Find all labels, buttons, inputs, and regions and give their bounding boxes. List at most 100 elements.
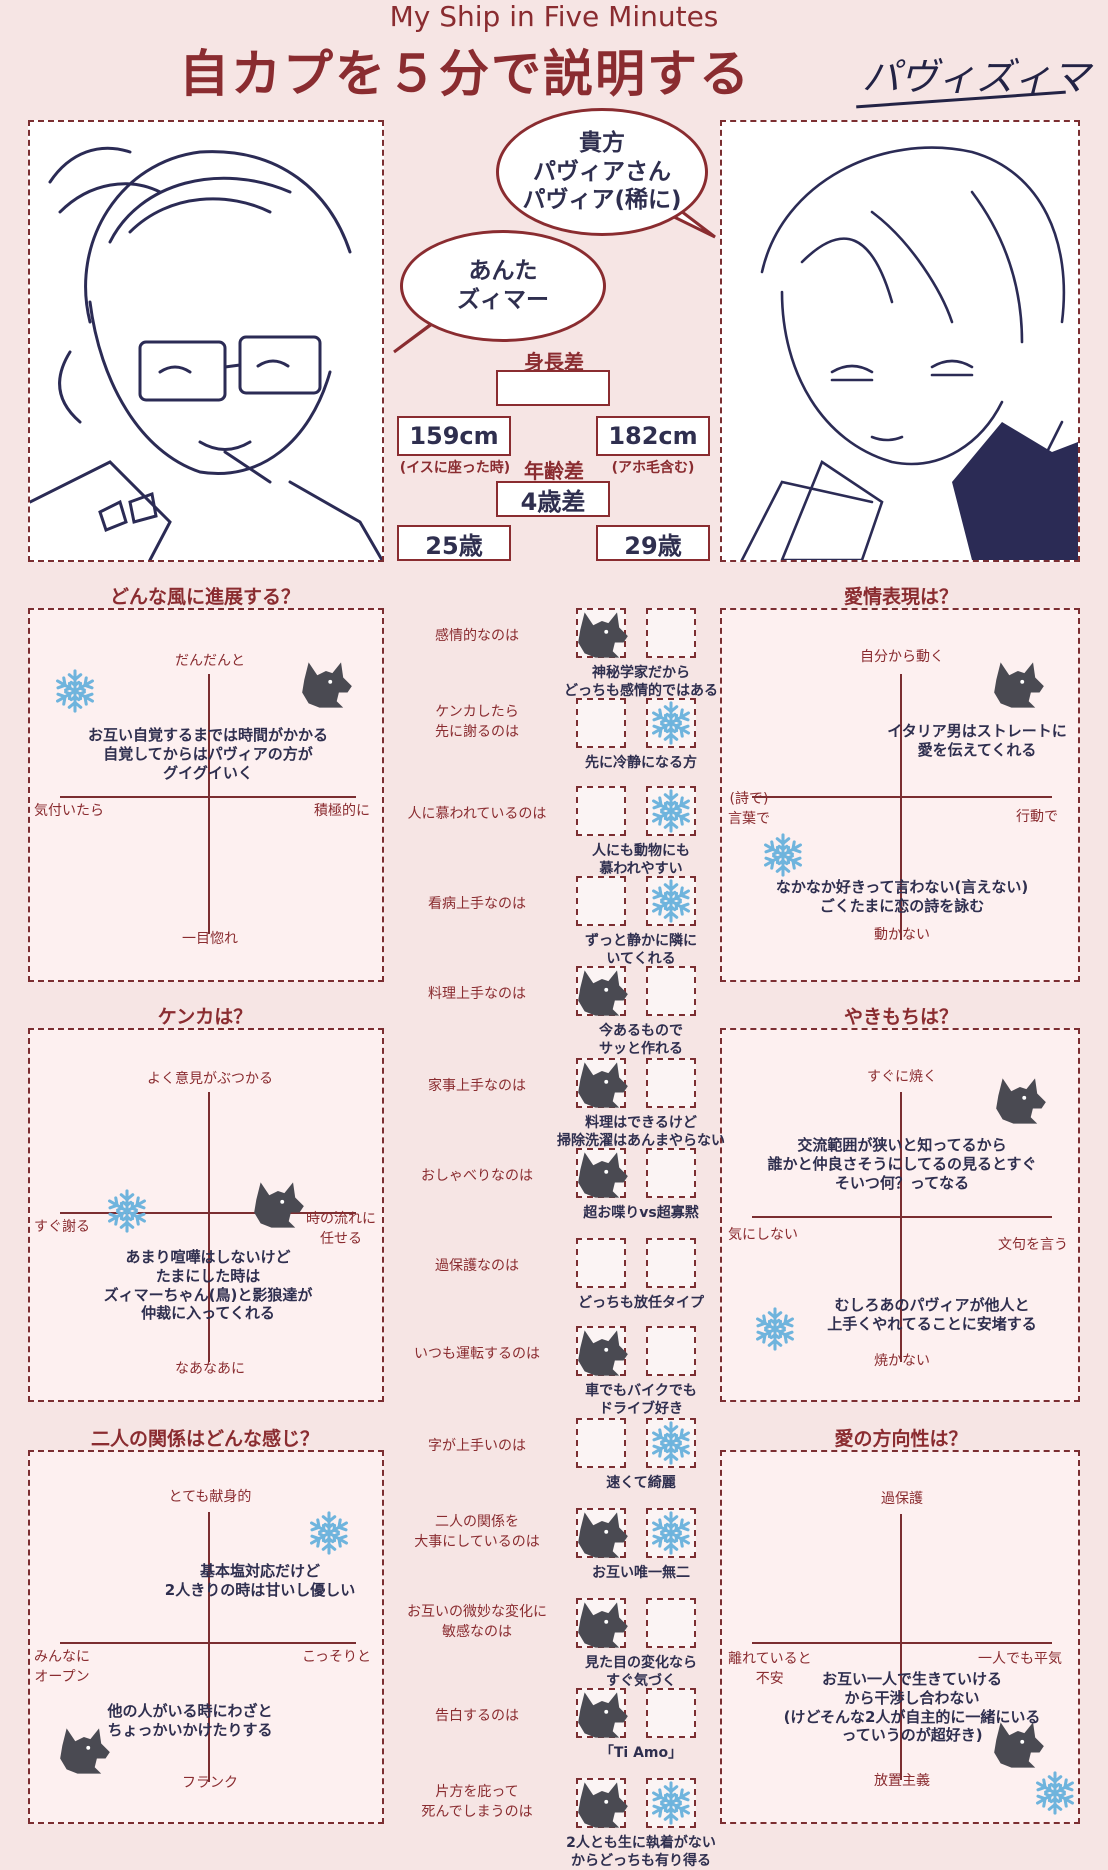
wolf-icon xyxy=(992,660,1046,710)
panel-fight: よく意見がぶつかる なあなあに すぐ謝る 時の流れに 任せる あまり喧嘩はしない… xyxy=(28,1028,384,1402)
wolf-icon xyxy=(994,1076,1048,1126)
answer-text: どっちも放任タイプ xyxy=(578,1295,704,1311)
panel-relationship-text-top: 基本塩対応だけど 2人きりの時は甘いし優しい xyxy=(164,1562,356,1599)
axis-label-top: だんだんと xyxy=(175,653,245,669)
axis-label-left: 離れていると 不安 xyxy=(728,1651,812,1687)
question-label: 告白するのは xyxy=(435,1708,519,1724)
height-left-box: 159cm xyxy=(397,416,511,456)
axis-horizontal xyxy=(752,1642,1052,1644)
question-label: 二人の関係を 大事にしているのは xyxy=(414,1514,540,1551)
axis-label-bottom: 焼かない xyxy=(874,1353,930,1369)
question-label: 看病上手なのは xyxy=(428,896,526,912)
answer-box-snowflake xyxy=(646,1778,696,1828)
character-right-sketch xyxy=(740,146,1080,562)
wolf-icon xyxy=(576,610,630,660)
axis-label-right: 一人でも平気 xyxy=(978,1651,1062,1667)
panel-affection: 自分から動く 動かない (詩で) 言葉で 行動で イタリア男はストレートに 愛を… xyxy=(720,608,1080,982)
panel-fight-text: あまり喧嘩はしないけど たまにした時は ズィマーちゃん(鳥)と影狼達が 仲裁に入… xyxy=(103,1248,313,1323)
panel-jealousy: すぐに焼く 焼かない 気にしない 文句を言う 交流範囲が狭いと知ってるから 誰か… xyxy=(720,1028,1080,1402)
axis-horizontal xyxy=(60,1642,356,1644)
question-label: 過保護なのは xyxy=(435,1258,519,1274)
snowflake-icon xyxy=(104,1188,150,1234)
axis-label-bottom: 放置主義 xyxy=(874,1773,930,1789)
snowflake-icon xyxy=(648,700,694,746)
panel-jealousy-text-top: 交流範囲が狭いと知ってるから 誰かと仲良さそうにしてるの見るとすぐ そいつ何？っ… xyxy=(767,1136,1037,1192)
answer-box-wolf xyxy=(576,1778,626,1828)
height-diff-box xyxy=(496,370,610,406)
answer-text: 人にも動物にも 慕われやすい xyxy=(592,843,690,878)
panel-jealousy-text-bottom: むしろあのパヴィアが他人と 上手くやれてることに安堵する xyxy=(827,1296,1037,1333)
speech-bubble-left: あんた ズィマー xyxy=(400,230,606,342)
answer-text: 速くて綺麗 xyxy=(606,1475,676,1491)
answer-box-right xyxy=(646,608,696,658)
axis-vertical xyxy=(208,1512,210,1782)
wolf-icon xyxy=(252,1180,306,1230)
answer-box-left xyxy=(576,786,626,836)
answer-text: 見た目の変化なら すぐ気づく xyxy=(585,1655,697,1690)
question-label: 料理上手なのは xyxy=(428,986,526,1002)
question-label: 感情的なのは xyxy=(435,628,519,644)
section-title-affection: 愛情表現は？ xyxy=(843,586,958,608)
panel-progress: だんだんと 一目惚れ 気付いたら 積極的に お互い自覚するまでは時間がかかる 自… xyxy=(28,608,384,982)
panel-direction-text: お互い一人で生きていける から干渉し合わない (けどそんな2人が自主的に一緒にい… xyxy=(783,1670,1041,1745)
answer-box-wolf xyxy=(576,1688,626,1738)
height-right-note: (アホ毛含む) xyxy=(611,460,695,476)
axis-label-bottom: 一目惚れ xyxy=(182,931,238,947)
question-label: 人に慕われているのは xyxy=(407,806,547,822)
panel-progress-text: お互い自覚するまでは時間がかかる 自覚してからはパヴィアの方が グイグイいく xyxy=(87,726,328,782)
axis-label-top: よく意見がぶつかる xyxy=(147,1071,273,1087)
answer-box-left xyxy=(576,698,626,748)
answer-box-right xyxy=(646,1148,696,1198)
axis-vertical xyxy=(208,674,210,934)
section-title-jealousy: やきもちは？ xyxy=(843,1006,958,1028)
answer-box-right xyxy=(646,966,696,1016)
axis-label-left: 気にしない xyxy=(728,1227,798,1243)
character-left-sketch xyxy=(28,146,384,562)
snowflake-icon xyxy=(648,1510,694,1556)
age-diff-label: 年齢差 xyxy=(524,459,584,483)
answer-text: 先に冷静になる方 xyxy=(585,755,697,771)
panel-relationship-text-bottom: 他の人がいる時にわざと ちょっかいかけたりする xyxy=(107,1702,273,1739)
axis-label-bottom: なあなあに xyxy=(175,1361,245,1377)
question-label: 家事上手なのは xyxy=(428,1078,526,1094)
axis-horizontal xyxy=(60,1212,356,1214)
wolf-icon xyxy=(576,1780,630,1830)
answer-box-snowflake xyxy=(646,698,696,748)
answer-box-left xyxy=(576,1418,626,1468)
answer-box-snowflake xyxy=(646,1418,696,1468)
answer-box-wolf xyxy=(576,1058,626,1108)
section-title-progress: どんな風に進展する？ xyxy=(109,586,300,608)
snowflake-icon xyxy=(648,788,694,834)
wolf-icon xyxy=(300,660,354,710)
answer-text: 料理はできるけど 掃除洗濯はあんまやらない xyxy=(557,1115,725,1150)
axis-label-bottom: 動かない xyxy=(874,927,930,943)
section-title-fight: ケンカは？ xyxy=(157,1006,253,1028)
axis-horizontal xyxy=(752,796,1052,798)
wolf-icon xyxy=(576,1328,630,1378)
answer-box-wolf xyxy=(576,966,626,1016)
section-title-relationship: 二人の関係はどんな感じ？ xyxy=(90,1428,319,1450)
answer-box-right xyxy=(646,1058,696,1108)
portrait-left xyxy=(28,120,384,562)
axis-label-bottom: フランク xyxy=(182,1775,238,1791)
age-right-box: 29歳 xyxy=(596,525,710,561)
wolf-icon xyxy=(576,1510,630,1560)
question-label: いつも運転するのは xyxy=(414,1346,540,1362)
answer-box-right xyxy=(646,1688,696,1738)
answer-box-snowflake xyxy=(646,1508,696,1558)
portrait-right xyxy=(720,120,1080,562)
section-title-direction: 愛の方向性は？ xyxy=(834,1428,968,1450)
answer-box-right xyxy=(646,1238,696,1288)
height-left-note: (イスに座った時) xyxy=(399,460,511,476)
wolf-icon xyxy=(576,968,630,1018)
axis-label-left: 気付いたら xyxy=(34,803,104,819)
snowflake-icon xyxy=(306,1510,352,1556)
answer-box-snowflake xyxy=(646,876,696,926)
axis-horizontal xyxy=(752,1216,1052,1218)
axis-label-top: すぐに焼く xyxy=(867,1069,937,1085)
title-english: My Ship in Five Minutes xyxy=(389,0,719,33)
wolf-icon xyxy=(992,1720,1046,1770)
axis-label-right: 行動で xyxy=(1016,809,1058,825)
wolf-icon xyxy=(576,1690,630,1740)
answer-text: ずっと静かに隣に いてくれる xyxy=(585,933,697,968)
